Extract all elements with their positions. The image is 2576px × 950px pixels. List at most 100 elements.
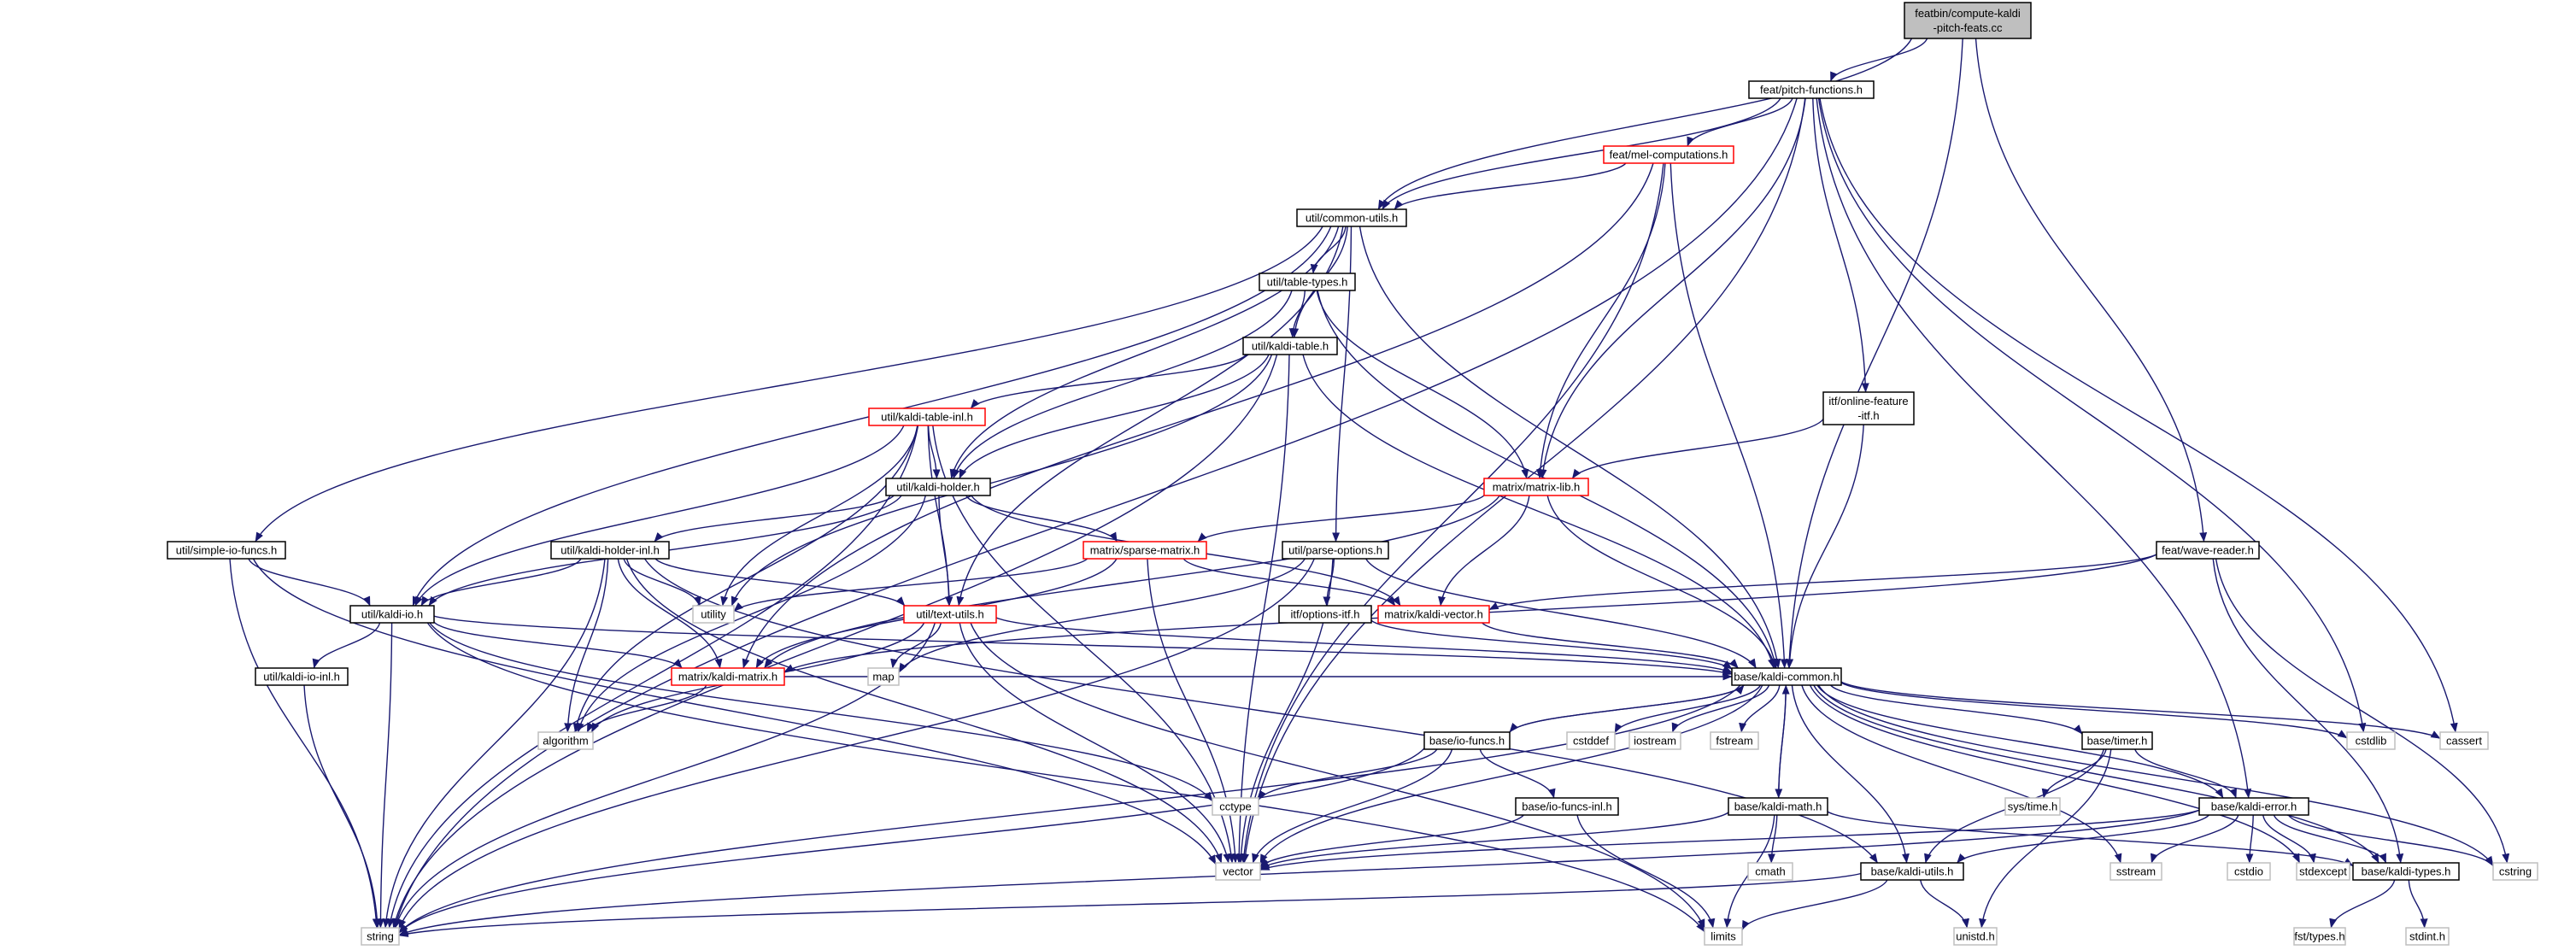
edge-holder-to-algorithm (576, 495, 926, 733)
node-kaldivector[interactable]: matrix/kaldi-vector.h (1377, 605, 1490, 624)
node-kalditable[interactable]: util/kaldi-table.h (1242, 337, 1338, 355)
node-limits: limits (1704, 927, 1743, 946)
node-textutils[interactable]: util/text-utils.h (903, 605, 997, 624)
edge-tableinl-to-utility (720, 425, 918, 607)
node-commonutils[interactable]: util/common-utils.h (1296, 208, 1407, 227)
node-box-melcomp (1603, 145, 1734, 164)
node-label-melcomp: feat/mel-computations.h (1610, 149, 1728, 161)
edge-timer-to-systime (2041, 748, 2107, 799)
node-box-cstdlib (2346, 731, 2396, 750)
node-root[interactable]: featbin/compute-kaldi-pitch-feats.cc (1904, 2, 2032, 39)
edge-parseopt-to-map (898, 558, 1306, 673)
edge-kaldiio-to-cctype (429, 622, 1213, 802)
edge-textutils-to-string (394, 622, 936, 929)
edge-textutils-to-map (890, 622, 942, 669)
node-label-onlinefeat: -itf.h (1857, 409, 1879, 422)
edge-timer-to-kaldierror (2134, 748, 2237, 799)
node-simpleio[interactable]: util/simple-io-funcs.h (167, 541, 286, 560)
edge-kaldimatrix-to-algorithm (586, 684, 707, 733)
edge-kaldierror-to-string (398, 809, 2200, 936)
node-label-parseopt: util/parse-options.h (1288, 544, 1382, 557)
edge-kalditable-to-tableinl (970, 354, 1247, 409)
edge-kaldierror-to-sstream (2151, 814, 2239, 864)
node-stdexcept: stdexcept (2296, 862, 2350, 881)
node-utility: utility (692, 605, 735, 624)
node-iofuncs[interactable]: base/io-funcs.h (1423, 731, 1511, 750)
edge-matrixlib-to-sparse (1197, 495, 1485, 542)
node-wavereader[interactable]: feat/wave-reader.h (2156, 541, 2260, 560)
node-label-holder: util/kaldi-holder.h (896, 481, 980, 494)
edge-commonutils-to-tabletypes (1310, 226, 1347, 274)
node-label-holderinl: util/kaldi-holder-inl.h (560, 544, 660, 557)
edge-root-to-kaldicommon (1785, 38, 1963, 669)
node-box-kaldierror (2198, 797, 2309, 816)
edge-kaldierror-to-kaldiutils (1957, 814, 2209, 864)
node-pitchfn[interactable]: feat/pitch-functions.h (1748, 80, 1875, 99)
edge-kaldimath-to-vector (1259, 812, 1729, 870)
node-kaldierror[interactable]: base/kaldi-error.h (2198, 797, 2309, 816)
edge-iofuncs-to-kaldicommon (1509, 684, 1745, 733)
node-label-stdexcept: stdexcept (2299, 865, 2347, 878)
node-matrixlib[interactable]: matrix/matrix-lib.h (1483, 478, 1589, 496)
node-sparse[interactable]: matrix/sparse-matrix.h (1083, 541, 1207, 560)
node-kaldiutils[interactable]: base/kaldi-utils.h (1860, 862, 1964, 881)
node-kaldimath[interactable]: base/kaldi-math.h (1728, 797, 1828, 816)
node-kalditypes[interactable]: base/kaldi-types.h (2352, 862, 2460, 881)
node-fsttypes: fst/types.h (2293, 927, 2346, 946)
edge-tableinl-to-vector (932, 425, 1235, 864)
edge-optionsitf-to-kaldicommon (1370, 619, 1733, 670)
node-label-kaldierror: base/kaldi-error.h (2211, 800, 2297, 813)
node-kaldicommon[interactable]: base/kaldi-common.h (1731, 667, 1842, 686)
node-label-timer: base/timer.h (2087, 735, 2148, 748)
edge-kaldicommon-to-timer (1830, 684, 2083, 735)
edge-holderinl-to-algorithm (564, 558, 609, 733)
node-optionsitf[interactable]: itf/options-itf.h (1278, 605, 1372, 624)
node-kaldiioinl[interactable]: util/kaldi-io-inl.h (255, 667, 349, 686)
node-string: string (361, 927, 400, 946)
edge-tableinl-to-kaldiio (414, 425, 905, 607)
edge-kaldiio-to-string (376, 622, 393, 929)
edge-melcomp-to-commonutils (1394, 162, 1627, 210)
node-label-tableinl: util/kaldi-table-inl.h (881, 411, 973, 424)
node-tabletypes[interactable]: util/table-types.h (1259, 273, 1356, 291)
node-box-textutils (903, 605, 997, 624)
node-kaldimatrix[interactable]: matrix/kaldi-matrix.h (671, 667, 785, 686)
node-label-kaldimath: base/kaldi-math.h (1734, 800, 1822, 813)
edge-melcomp-to-kaldicommon (1669, 162, 1788, 669)
node-box-kaldicommon (1731, 667, 1842, 686)
node-box-utility (692, 605, 735, 624)
node-box-fstream (1710, 731, 1759, 750)
edge-holderinl-to-kaldiutils (643, 558, 1879, 864)
node-box-kaldiio (349, 605, 435, 624)
node-label-iofuncs: base/io-funcs.h (1429, 735, 1505, 748)
edge-kalditable-to-holder (959, 354, 1270, 479)
node-label-sstream: sstream (2116, 865, 2156, 878)
node-label-fsttypes: fst/types.h (2294, 930, 2344, 943)
node-box-tabletypes (1259, 273, 1356, 291)
node-holder[interactable]: util/kaldi-holder.h (885, 478, 991, 496)
node-melcomp[interactable]: feat/mel-computations.h (1603, 145, 1734, 164)
edge-simpleio-to-kaldiio (248, 558, 371, 607)
edge-commonutils-to-simpleio (255, 226, 1323, 542)
node-label-cassert: cassert (2446, 735, 2482, 748)
node-label-root: -pitch-feats.cc (1933, 21, 2003, 34)
edge-kaldiutils-to-unistd (1920, 879, 1969, 929)
node-iofuncsinl[interactable]: base/io-funcs-inl.h (1515, 797, 1619, 816)
node-holderinl[interactable]: util/kaldi-holder-inl.h (550, 541, 670, 560)
node-label-wavereader: feat/wave-reader.h (2162, 544, 2254, 557)
node-onlinefeat[interactable]: itf/online-feature-itf.h (1822, 391, 1915, 425)
node-kaldiio[interactable]: util/kaldi-io.h (349, 605, 435, 624)
edge-parseopt-to-kaldicommon (1365, 558, 1757, 669)
node-sstream: sstream (2110, 862, 2162, 881)
edge-wavereader-to-kalditypes (2212, 558, 2404, 864)
node-timer[interactable]: base/timer.h (2081, 731, 2153, 750)
node-parseopt[interactable]: util/parse-options.h (1282, 541, 1389, 560)
edge-kaldiio-to-kaldiioinl (312, 622, 381, 669)
node-cstdio: cstdio (2227, 862, 2271, 881)
edge-kalditable-to-vector (1235, 354, 1290, 864)
edge-pitchfn-to-matrixlib (1539, 97, 1806, 479)
node-label-kaldivector: matrix/kaldi-vector.h (1384, 608, 1483, 621)
edge-pitchfn-to-cstdlib (1817, 97, 2367, 733)
node-tableinl[interactable]: util/kaldi-table-inl.h (868, 408, 986, 426)
node-box-sstream (2110, 862, 2162, 881)
